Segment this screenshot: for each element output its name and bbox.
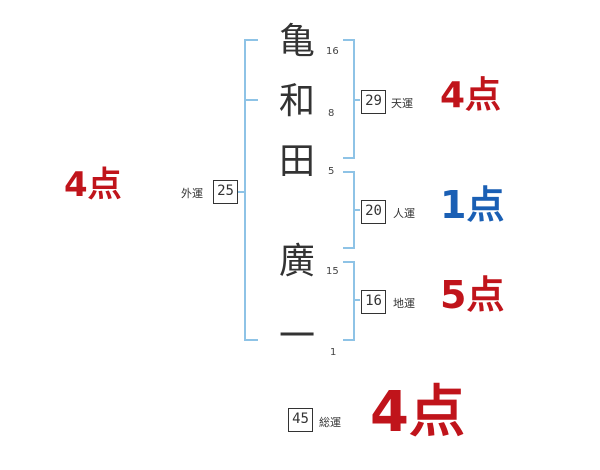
tenkaku-value-box: 29: [361, 90, 386, 114]
chikaku-score: 5点: [440, 273, 505, 317]
name-char-4: 廣: [278, 241, 315, 282]
soukaku-label: 総運: [319, 416, 341, 429]
name-char-2: 和: [278, 81, 315, 122]
tenkaku-bracket: [343, 39, 355, 159]
name-char-3: 田: [278, 141, 315, 182]
gaikaku-score: 4点: [64, 165, 122, 205]
stroke-count-4: 15: [326, 266, 339, 277]
chikaku-label: 地運: [393, 297, 415, 310]
tenkaku-label: 天運: [391, 97, 413, 110]
chikaku-value-box: 16: [361, 290, 386, 314]
stroke-count-2: 8: [328, 108, 335, 119]
soukaku-value-box: 45: [288, 408, 313, 432]
stroke-count-5: 1: [330, 347, 337, 358]
jinkaku-score: 1点: [440, 183, 505, 227]
chikaku-bracket: [343, 261, 355, 341]
name-char-1: 亀: [278, 21, 315, 62]
stroke-count-1: 16: [326, 46, 339, 57]
stroke-count-3: 5: [328, 166, 335, 177]
tenkaku-score: 4点: [440, 75, 502, 116]
name-char-5: 一: [278, 316, 315, 357]
gaikaku-value-box: 25: [213, 180, 238, 204]
jinkaku-label: 人運: [393, 207, 415, 220]
soukaku-score: 4点: [370, 380, 465, 445]
gaikaku-bracket: [244, 39, 258, 341]
jinkaku-value-box: 20: [361, 200, 386, 224]
jinkaku-bracket: [343, 171, 355, 249]
gaikaku-label: 外運: [181, 187, 203, 200]
